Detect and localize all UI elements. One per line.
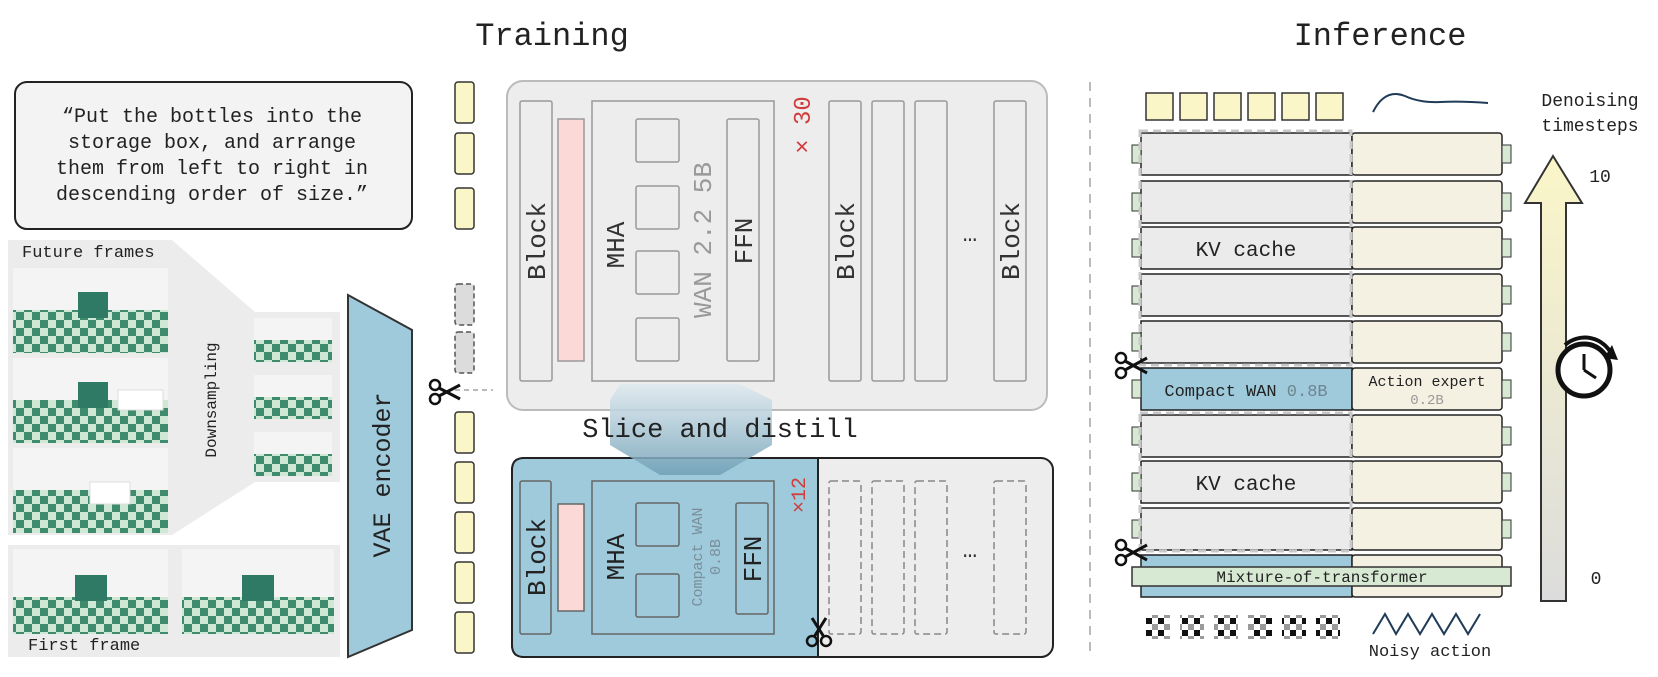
distill-funnel [610, 384, 772, 475]
prompt-line-1: “Put the bottles into the [62, 106, 362, 129]
noisy-action-curve [1372, 611, 1481, 637]
timer-icon [1555, 335, 1618, 399]
small-ellipsis: … [963, 538, 977, 565]
small-ffn-label: FFN [739, 536, 769, 583]
prompt-line-2: storage box, and arrange [68, 132, 356, 155]
kv-cache-label-bottom: KV cache [1196, 474, 1297, 497]
inference-scissors-bottom-icon [1114, 538, 1148, 567]
future-frames-panel: Future frames Downsampling [8, 240, 340, 535]
small-model-name-1: Compact WAN [690, 507, 707, 606]
future-frames-label: Future frames [22, 244, 155, 263]
small-scissors-icon [805, 617, 833, 648]
tick-bottom: 0 [1591, 570, 1602, 590]
training-title: Training [475, 18, 629, 55]
big-model-name: WAN 2.2 5B [689, 162, 719, 318]
vae-encoder: VAE encoder [347, 293, 413, 659]
future-frame-1 [13, 268, 168, 353]
wan-5b-container: Block MHA WAN 2.2 5B FFN × 30 Block … Bl… [506, 80, 1048, 411]
first-frame-label: First frame [28, 637, 140, 656]
kv-cache-label-top: KV cache [1196, 240, 1297, 263]
inference-stack [1131, 129, 1512, 598]
big-mha-label: MHA [602, 221, 632, 268]
action-expert-label: Action expert [1368, 374, 1485, 391]
compact-wan-container: Block MHA Compact WAN 0.8B FFN ×12 … [511, 457, 1054, 658]
mot-bar [1131, 566, 1512, 587]
compact-wan-label: Compact WAN 0.8B [1164, 383, 1327, 402]
scissors-icon [428, 378, 493, 406]
denoising-label-1: Denoising [1541, 92, 1638, 112]
downsampled-frames [254, 318, 332, 476]
token-column [454, 81, 475, 654]
noisy-video-tokens [1146, 615, 1340, 639]
prompt-box: “Put the bottles into the storage box, a… [14, 81, 413, 230]
small-block-label: Block [523, 518, 553, 596]
tick-top: 10 [1589, 168, 1611, 188]
inference-scissors-top-icon [1114, 351, 1148, 380]
small-model-name-2: 0.8B [708, 539, 725, 575]
small-mha-label: MHA [602, 533, 632, 580]
denoising-arrow [1523, 154, 1584, 602]
big-ffn-label: FFN [730, 218, 760, 265]
vae-encoder-label: VAE encoder [369, 392, 398, 557]
small-repeat-label: ×12 [789, 477, 812, 513]
clean-action-curve [1372, 93, 1489, 113]
big-ellipsis: … [963, 222, 977, 249]
big-repeat-label: × 30 [791, 96, 818, 154]
noisy-action-label: Noisy action [1369, 643, 1491, 662]
video-tokens [1145, 92, 1344, 121]
prompt-line-3: them from left to right in [56, 158, 368, 181]
inference-title: Inference [1294, 18, 1467, 55]
future-frame-3 [13, 448, 168, 533]
big-block-label-2: Block [832, 202, 862, 280]
downsampling-label: Downsampling [203, 342, 221, 457]
compact-wan-size: 0.8B [1287, 383, 1328, 402]
action-expert-size: 0.2B [1410, 393, 1444, 409]
first-frame-panel: First frame [8, 545, 340, 657]
big-block-label-3: Block [997, 202, 1027, 280]
slice-distill-label: Slice and distill [582, 416, 857, 446]
prompt-line-4: descending order of size.” [56, 184, 368, 207]
big-block-label: Block [523, 202, 553, 280]
denoising-label-2: timesteps [1541, 117, 1638, 137]
future-frame-2 [13, 358, 168, 443]
mot-label: Mixture-of-transformer [1216, 569, 1427, 587]
